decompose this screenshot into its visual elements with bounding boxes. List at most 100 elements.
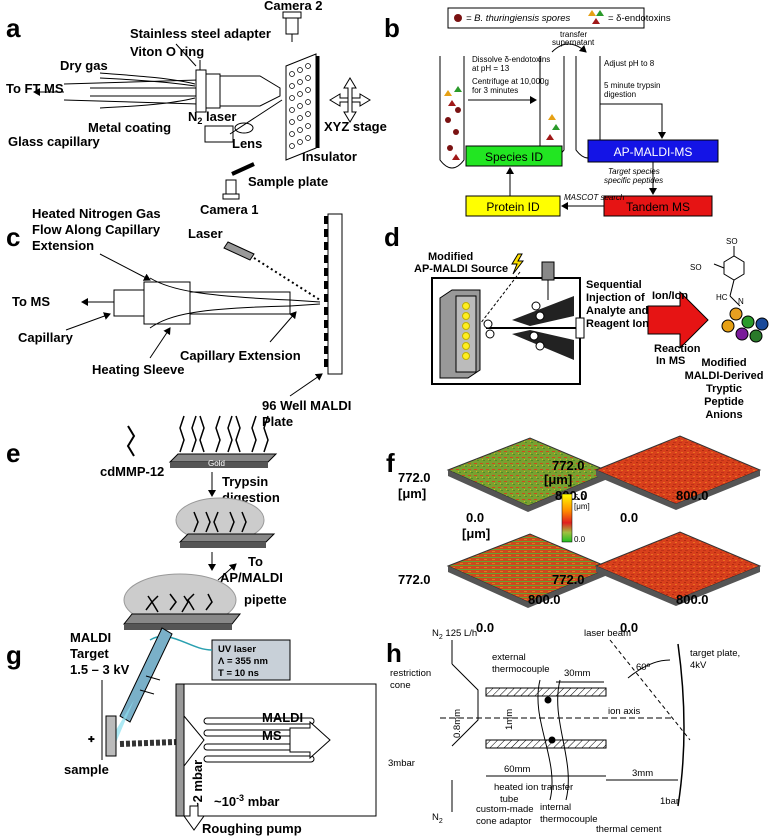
panel-e: e cdMMP-12 Gold Trypsin digestion To AP/… [6, 415, 287, 630]
uv-label-3: T = 10 ns [218, 668, 259, 679]
ext-thermo-2: thermocouple [492, 664, 550, 675]
f-val-10: 0.0 [476, 620, 494, 635]
ext-thermo-1: external [492, 652, 526, 663]
n2-flow-label: N2 125 L/h [432, 628, 477, 641]
n2-in-label: N2 [432, 812, 443, 825]
panel-h-letter: h [386, 638, 402, 668]
bar1-label: 1bar [660, 796, 679, 807]
step2-line2: for 3 minutes [472, 86, 518, 95]
ion-ion-label: Ion/Ion [652, 290, 688, 302]
tube-1 [439, 56, 465, 169]
mbar3-label: ~10-3 mbar [214, 793, 279, 809]
sample-label: sample [64, 762, 109, 777]
step1-line1: Dissolve δ-endotoxins [472, 55, 550, 64]
capillary-pointer [65, 312, 111, 331]
restriction-label-2: cone [390, 680, 411, 691]
seq-injection-1: Sequential [586, 279, 642, 291]
panel-d-letter: d [384, 222, 400, 252]
scale-top: 5.0 [574, 493, 586, 502]
plate-pointer [289, 373, 323, 397]
heating-sleeve-label: Heating Sleeve [92, 362, 185, 377]
modified-label-4: Peptide [704, 396, 744, 408]
panel-f: f 772.0 [μm] [μm] 772.0 800.0 0.0 [μm] 5… [386, 435, 762, 635]
f-val-8: 772.0 [552, 572, 585, 587]
color-scale [561, 493, 573, 543]
protein-id-box [465, 195, 561, 217]
thermo-ext-point [544, 696, 552, 704]
xyz-stage-label: XYZ stage [324, 119, 387, 134]
panel-a-letter: a [6, 13, 21, 43]
f-val-7: 772.0 [398, 572, 431, 587]
maldi-plate-d [439, 289, 481, 379]
target-plate-1: target plate, [690, 648, 740, 659]
laser-label: Laser [188, 226, 223, 241]
maldi-ms-label-1: MALDI [262, 710, 303, 725]
capillary-c-label: Capillary [18, 330, 74, 345]
reaction-arrow [647, 290, 709, 350]
species-id-box [465, 145, 563, 167]
step2-line1: Centrifuge at 10,000g [472, 77, 549, 86]
pump-arrow [183, 805, 205, 831]
cdmmp-chain [126, 425, 136, 457]
to-label: To [248, 554, 263, 569]
panel-e-letter: e [6, 438, 20, 468]
digested-slide [175, 497, 276, 548]
ap-maldi-ms-label: AP-MALDI-MS [614, 145, 693, 159]
maldi-plate-label-2: Plate [262, 414, 293, 429]
modified-label-2: MALDI-Derived [685, 370, 764, 382]
panel-b-letter: b [384, 13, 400, 43]
laser-d-beam [479, 271, 521, 325]
heated-tube-1: heated ion transfer [494, 782, 573, 793]
target-plate-2: 4kV [690, 660, 707, 671]
afm-surface-3-edge [448, 566, 610, 608]
source-label-2: AP-MALDI Source [414, 263, 508, 275]
sample-plate-label: Sample plate [248, 174, 328, 189]
legend-spores: = B. thuringiensis spores [466, 13, 571, 24]
legend-toxins: = δ-endotoxins [608, 13, 671, 24]
uv-laser-box [211, 639, 291, 681]
mascot-label: MASCOT search [564, 193, 625, 202]
pump-label: Roughing pump [202, 821, 302, 836]
to-ap-maldi-arrow [217, 563, 237, 581]
sample-target-icon: ✚ [88, 735, 95, 744]
metal-coating-label: Metal coating [88, 120, 171, 135]
panel-c: c Heated Nitrogen Gas Flow Along Capilla… [6, 206, 351, 429]
n2-laser-label: N2 laser [188, 109, 236, 126]
f-um-2: [μm] [544, 472, 572, 487]
angle-arc [627, 659, 671, 679]
pipette-label: pipette [244, 592, 287, 607]
sample-holder [105, 715, 117, 757]
f-um-3: [μm] [462, 526, 490, 541]
panel-a: a Camera 2 Stainless steel adapter Viton… [6, 0, 387, 217]
in-ms-label: In MS [656, 355, 685, 367]
f-val-11: 800.0 [676, 592, 709, 607]
panel-d: d Modified AP-MALDI Source [384, 222, 769, 421]
source-label-1: Modified [428, 251, 473, 263]
glass-capillary-label: Glass capillary [8, 134, 101, 149]
capillary-assembly [63, 69, 281, 113]
inlet-wall [175, 683, 185, 817]
f-val-9: 800.0 [528, 592, 561, 607]
tandem-ms-label: Tandem MS [626, 200, 690, 214]
tube-wall-top [485, 687, 607, 697]
target-plate-h [677, 643, 685, 807]
inlet-funnel [183, 714, 205, 768]
custom-cone-1: custom-made [476, 804, 534, 815]
oring-label: Viton O ring [130, 44, 204, 59]
f-val-4: 0.0 [466, 510, 484, 525]
lens-label: Lens [232, 136, 262, 151]
ms-exit-arrow [289, 720, 331, 760]
modified-label-3: Tryptic [706, 383, 742, 395]
reaction-label: Reaction [654, 343, 701, 355]
camera-2-label: Camera 2 [264, 0, 323, 13]
seq-injection-2: Injection of [586, 292, 645, 304]
gold-slide-1 [168, 415, 278, 468]
fiber-cable [149, 635, 213, 651]
d60-label: 60mm [504, 764, 530, 775]
heated-tube-2: tube [500, 794, 519, 805]
uv-label-1: UV laser [218, 644, 256, 655]
modified-label-5: Anions [705, 409, 742, 421]
ion-funnel [483, 261, 585, 360]
int-thermo-2: thermocouple [540, 814, 598, 825]
uv-label-2: Λ = 355 nm [218, 656, 268, 667]
